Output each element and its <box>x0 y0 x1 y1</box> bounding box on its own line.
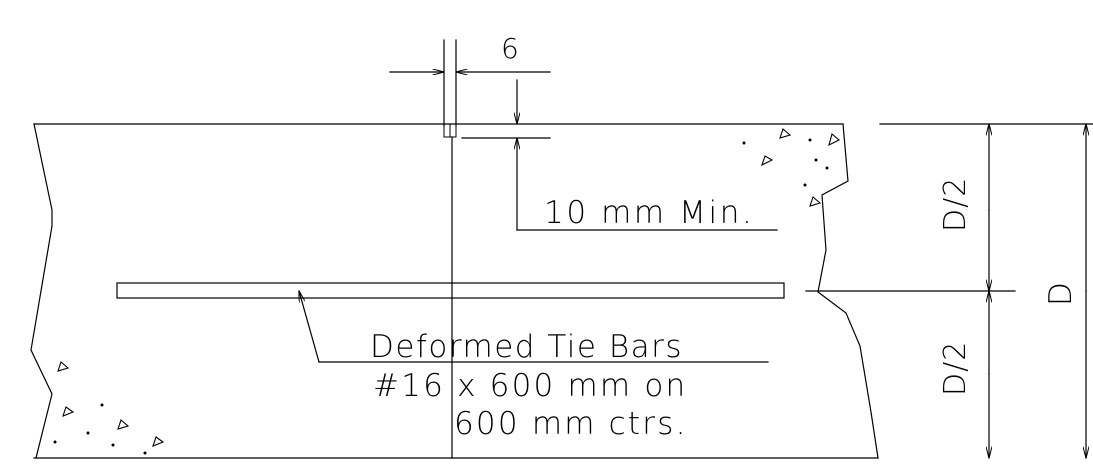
aggregate-triangle <box>62 406 75 417</box>
slab-left-break-line <box>30 123 53 459</box>
aggregate-triangle <box>809 196 822 207</box>
aggregate-dot <box>86 431 90 435</box>
aggregate-triangle <box>57 361 70 372</box>
tie-bar-label-line-3: 600 mm ctrs. <box>454 406 688 442</box>
aggregate-triangle <box>761 155 774 167</box>
aggregate-dot <box>808 138 812 142</box>
full-depth-label: D <box>1043 282 1079 306</box>
aggregate-triangle <box>779 128 792 139</box>
upper-half-depth-label: D/2 <box>938 177 973 232</box>
aggregate-triangle <box>828 133 840 147</box>
aggregate-dot <box>825 166 829 170</box>
aggregate-dot <box>111 443 115 447</box>
concrete-slab <box>30 123 879 459</box>
tie-bar-label-line-1: Deformed Tie Bars <box>370 329 683 365</box>
lower-half-depth-label: D/2 <box>938 341 973 396</box>
min-depth-label: 10 mm Min. <box>544 195 754 231</box>
aggregate-dot <box>814 158 818 162</box>
tie-bar-leader-arrow <box>298 290 320 363</box>
tie-bar-label-line-2: #16 x 600 mm on <box>373 368 687 404</box>
tie-bar: Deformed Tie Bars #16 x 600 mm on 600 mm… <box>116 282 785 442</box>
minimum-depth-dimension: 10 mm Min. <box>461 79 778 231</box>
tie-bar-rectangle <box>116 282 785 299</box>
aggregate-pattern <box>53 128 840 455</box>
aggregate-dot <box>53 440 57 444</box>
slab-right-break-line <box>817 123 879 459</box>
depth-dimensions: D/2 D/2 D <box>805 123 1093 459</box>
aggregate-dot <box>100 403 104 407</box>
aggregate-dot <box>143 451 147 455</box>
joint-width-label: 6 <box>501 32 519 65</box>
aggregate-dot <box>803 183 807 187</box>
joint-width-dimension: 6 <box>389 32 551 72</box>
aggregate-triangle <box>152 436 165 447</box>
aggregate-dot <box>742 141 746 145</box>
aggregate-triangle <box>117 419 130 430</box>
